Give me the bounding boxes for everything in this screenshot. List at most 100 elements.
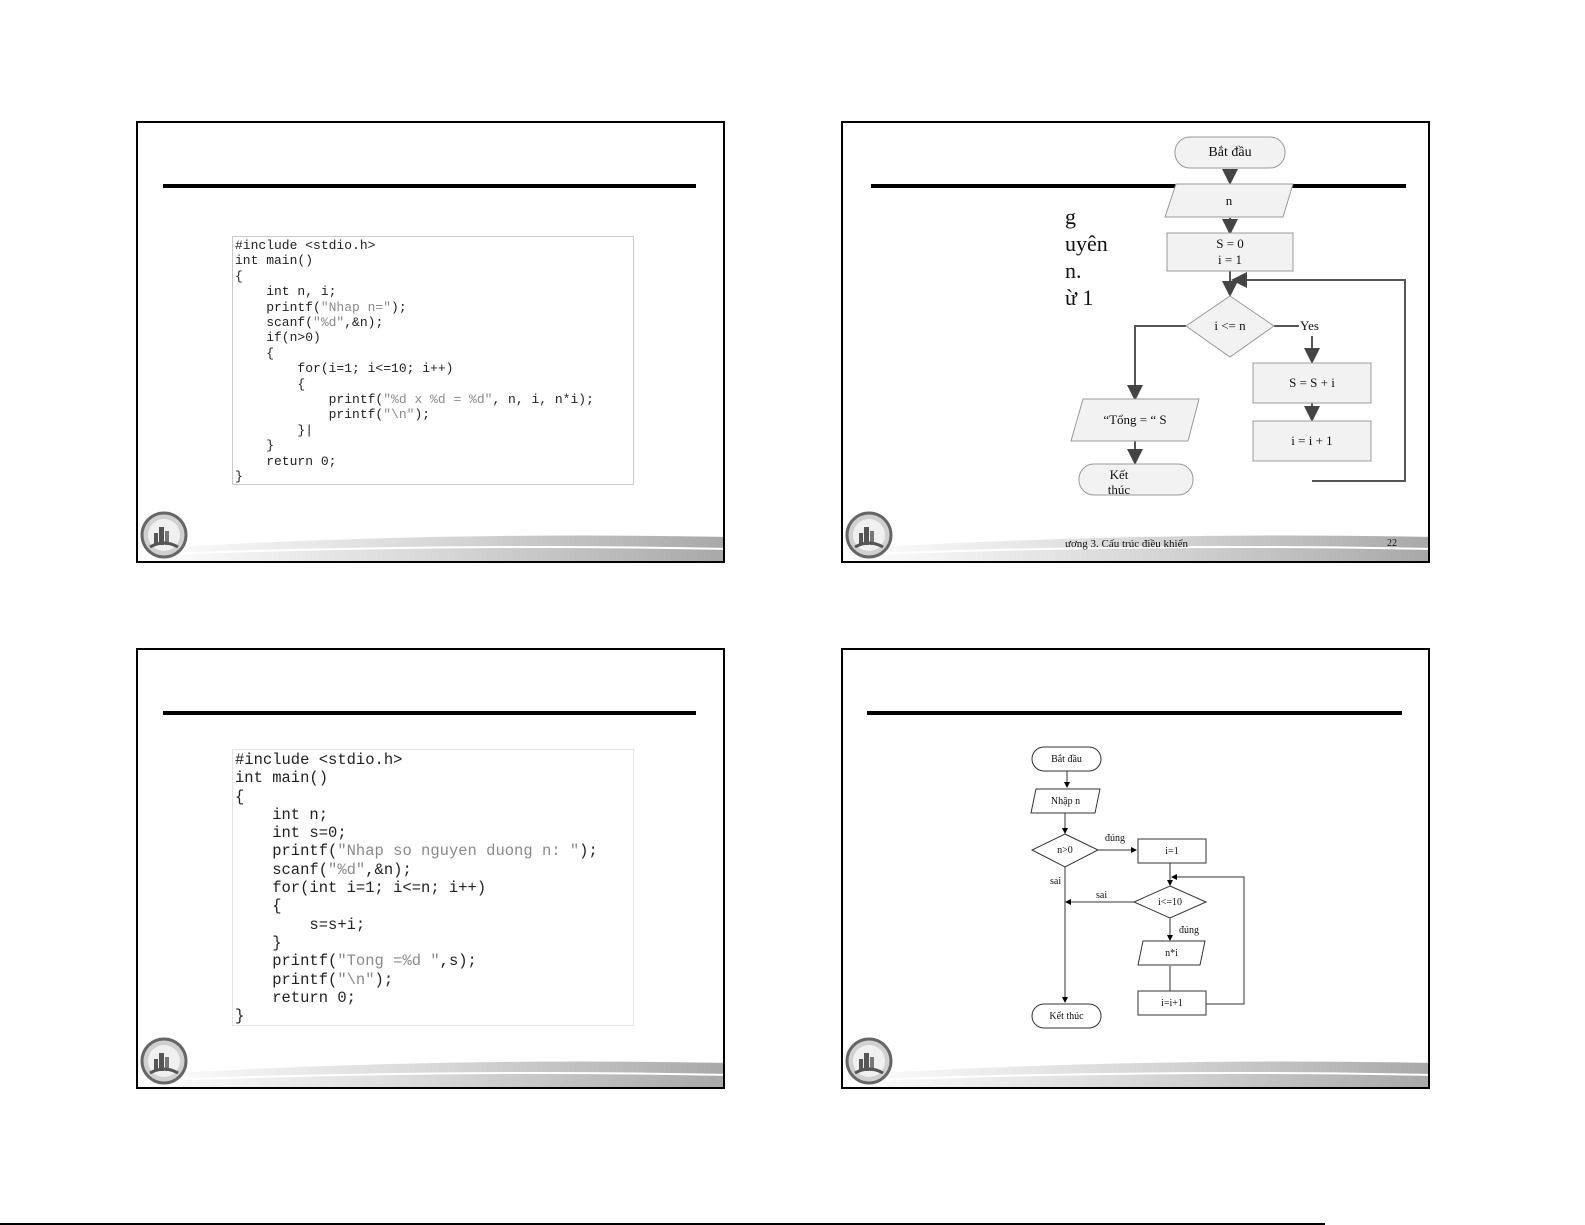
code-line: scanf("%d",&n);	[235, 315, 631, 330]
code-token: printf(	[235, 842, 338, 861]
title-rule	[871, 184, 1406, 188]
code-line: printf("Nhap so nguyen duong n: ");	[235, 842, 631, 860]
code-token: ,&n);	[365, 860, 412, 879]
side-text-line: g	[1065, 204, 1076, 229]
code-token: );	[391, 299, 407, 315]
code-line: #include <stdio.h>	[235, 238, 631, 253]
code-token: }	[235, 438, 275, 454]
code-token: scanf(	[235, 315, 314, 331]
yes-label: Yes	[1300, 318, 1319, 333]
init-line: i = 1	[1218, 252, 1242, 267]
flowchart-start: Bắt đầu	[1208, 144, 1252, 160]
title-rule	[163, 184, 696, 188]
flowchart-output: n*i	[1165, 947, 1178, 959]
code-token: {	[235, 897, 282, 916]
code-line: int main()	[235, 769, 631, 787]
flowchart-step-increment: i=i+1	[1161, 997, 1183, 1009]
code-token: printf(	[235, 392, 384, 408]
string-literal: "%d x %d = %d"	[383, 392, 493, 408]
flowchart-connectors	[1070, 136, 1406, 496]
code-token: int main()	[235, 253, 314, 269]
code-line: }	[235, 469, 631, 484]
footer-swoosh	[843, 535, 1428, 561]
code-token: int s=0;	[235, 824, 347, 843]
code-line: {	[235, 788, 631, 806]
code-token: int n;	[235, 805, 329, 824]
code-token: {	[235, 345, 275, 361]
flowchart-output: “Tổng = “ S	[1103, 412, 1167, 427]
page-number: 22	[1387, 538, 1397, 549]
code-line: int n, i;	[235, 284, 631, 299]
code-token: #include <stdio.h>	[235, 238, 376, 253]
code-line: {	[235, 377, 631, 392]
title-rule	[867, 711, 1402, 715]
code-token: scanf(	[235, 860, 329, 879]
code-line: }|	[235, 423, 631, 438]
string-literal: "Nhap n="	[320, 299, 392, 315]
side-text-line: n.	[1065, 258, 1082, 283]
code-token: printf(	[235, 407, 384, 423]
flowchart-step-increment: i = i + 1	[1291, 433, 1333, 448]
init-line: S = 0	[1216, 236, 1244, 251]
code-line: printf("\n");	[235, 407, 631, 422]
side-text-line: uyên	[1065, 231, 1108, 256]
code-line: }	[235, 1007, 631, 1025]
string-literal: "%d"	[313, 315, 345, 331]
university-logo-icon	[845, 1037, 893, 1085]
code-line: printf("Nhap n=");	[235, 300, 631, 315]
code-token: s=s+i;	[235, 915, 366, 934]
code-line: {	[235, 897, 631, 915]
code-line: for(int i=1; i<=n; i++)	[235, 879, 631, 897]
code-line: for(i=1; i<=10; i++)	[235, 361, 631, 376]
flowchart-init-i: i=1	[1165, 845, 1179, 857]
string-literal: "%d"	[328, 860, 366, 879]
code-line: {	[235, 269, 631, 284]
code-line: int s=0;	[235, 824, 631, 842]
flowchart-condition-n-positive: n>0	[1057, 844, 1073, 856]
false-label: sai	[1096, 890, 1108, 901]
code-line: return 0;	[235, 989, 631, 1007]
flowchart-condition-loop: i<=10	[1157, 896, 1183, 908]
code-token: #include <stdio.h>	[235, 751, 403, 769]
code-line: {	[235, 346, 631, 361]
code-line: printf("Tong =%d ",s);	[235, 952, 631, 970]
flowchart-init: S = 0 i = 1	[1167, 233, 1293, 271]
end-line: thúc	[1107, 482, 1131, 497]
code-line: if(n>0)	[235, 330, 631, 345]
code-line: scanf("%d",&n);	[235, 861, 631, 879]
footer-chapter-title: ương 3. Cấu trúc điều khiển	[1065, 538, 1188, 550]
code-line: }	[235, 934, 631, 952]
code-snippet-multiplication-table: #include <stdio.h>int main(){ int n, i; …	[232, 236, 634, 485]
code-token: ,s);	[439, 952, 477, 971]
flowchart-start: Bắt đầu	[1051, 753, 1082, 765]
code-line: #include <stdio.h>	[235, 751, 631, 769]
flowchart-step-sum: S = S + i	[1289, 375, 1335, 390]
code-line: }	[235, 438, 631, 453]
string-literal: "Tong =%d "	[337, 952, 440, 971]
obscured-slide-text: g uyên n. ừ 1	[1065, 203, 1108, 311]
code-token: }	[235, 469, 243, 485]
code-token: }	[235, 1007, 245, 1026]
code-token: printf(	[235, 952, 338, 971]
flowchart-end: Kết thúc	[1049, 1010, 1084, 1022]
code-token: printf(	[235, 970, 338, 989]
flowchart-connectors	[1030, 746, 1245, 1029]
slide-3: #include <stdio.h>int main(){ int n; int…	[136, 648, 725, 1089]
slide-4: Bắt đầu Nhập n n>0 đúng sai i=1 i<=10 sa…	[841, 648, 1430, 1089]
footer-swoosh	[138, 535, 723, 561]
code-token: ,&n);	[344, 315, 384, 331]
true-label: đúng	[1105, 833, 1125, 844]
false-label: sai	[1050, 876, 1062, 887]
code-token: }|	[235, 422, 314, 438]
code-line: printf("\n");	[235, 971, 631, 989]
code-line: int n;	[235, 806, 631, 824]
code-snippet-sum: #include <stdio.h>int main(){ int n; int…	[232, 749, 634, 1026]
true-label: đúng	[1179, 925, 1199, 936]
code-line: s=s+i;	[235, 916, 631, 934]
string-literal: "\n"	[383, 407, 415, 423]
code-token: return 0;	[235, 453, 337, 469]
slide-2: g uyên n. ừ 1 Bắt đầu n S = 0 i = 1 i <=	[841, 121, 1430, 563]
flowchart-input-n: n	[1225, 192, 1233, 208]
code-line: return 0;	[235, 454, 631, 469]
end-line: Kết	[1109, 467, 1129, 482]
